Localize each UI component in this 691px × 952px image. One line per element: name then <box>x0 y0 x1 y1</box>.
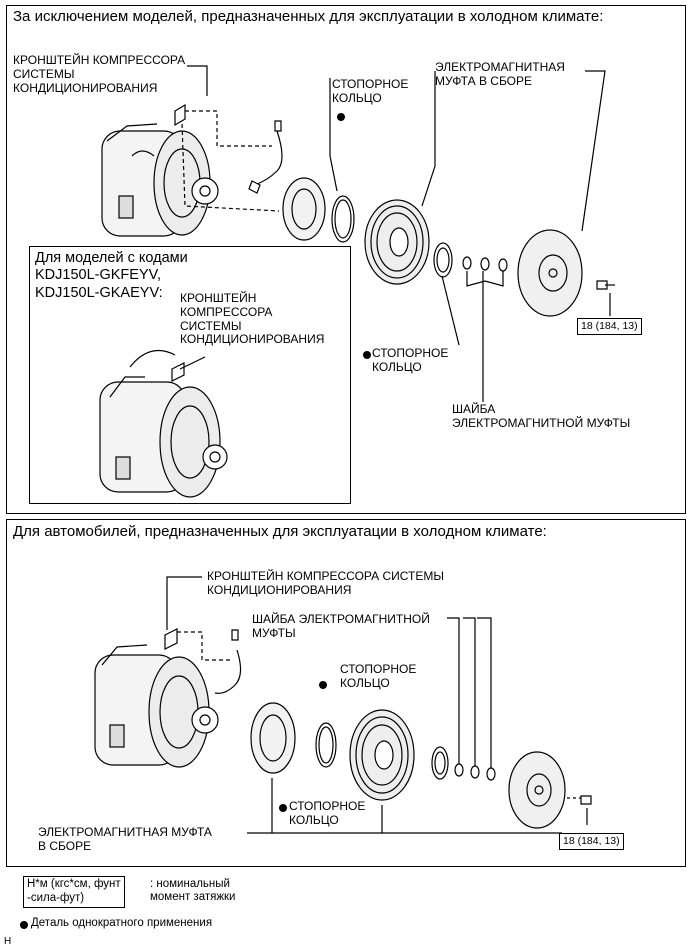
single-use-marker <box>279 804 287 812</box>
inset-header: Для моделей с кодами KDJ150L-GKFEYV, KDJ… <box>35 250 188 301</box>
compressor-illustration <box>94 644 219 768</box>
bracket-label: КРОНШТЕЙН КОМПРЕССОРА СИСТЕМЫ КОНДИЦИОНИ… <box>207 569 444 597</box>
snap-ring-top <box>331 195 355 243</box>
bottom-panel-title: Для автомобилей, предназначенных для экс… <box>13 523 547 540</box>
shim-2 <box>470 765 480 779</box>
top-exploded-view <box>101 65 615 402</box>
torque-spec: 18 (184, 13) <box>559 833 624 850</box>
stator-coil <box>250 702 296 774</box>
compressor-illustration <box>101 123 219 237</box>
bracket-label: КРОНШТЕЙН КОМПРЕССОРА СИСТЕМЫ КОНДИЦИОНИ… <box>13 53 186 95</box>
shim-2 <box>480 257 490 271</box>
pulley <box>349 709 415 801</box>
snap-ring-bottom-label: СТОПОРНОЕ КОЛЬЦО <box>372 346 449 374</box>
top-panel-title: За исключением моделей, предназначенных … <box>13 8 604 25</box>
shim-1 <box>454 763 464 777</box>
snap-ring-bottom <box>433 242 453 278</box>
inset-compressor <box>99 349 228 498</box>
single-use-marker <box>337 113 345 121</box>
single-use-legend: Деталь однократного применения <box>31 917 213 929</box>
bottom-panel: Для автомобилей, предназначенных для экс… <box>6 519 686 867</box>
snap-ring-left <box>315 722 337 768</box>
torque-spec: 18 (184, 13) <box>577 318 642 335</box>
bracket-part <box>174 103 186 127</box>
clutch-hub <box>517 229 583 317</box>
clutch-hub <box>508 751 566 829</box>
single-use-icon <box>20 921 28 929</box>
stator-coil <box>282 177 326 241</box>
single-use-marker <box>363 351 371 359</box>
inset-panel: Для моделей с кодами KDJ150L-GKFEYV, KDJ… <box>29 246 351 504</box>
pulley <box>364 199 430 285</box>
clutch-assembly-label: ЭЛЕКТРОМАГНИТНАЯ МУФТА В СБОРЕ <box>38 825 212 853</box>
snap-ring-top-label: СТОПОРНОЕ КОЛЬЦО <box>332 77 409 105</box>
shim-1 <box>462 256 472 270</box>
shim-label: ШАЙБА ЭЛЕКТРОМАГНИТНОЙ МУФТЫ <box>452 402 631 430</box>
snap-ring-right <box>431 746 449 780</box>
bracket-part <box>164 628 178 650</box>
snap-ring-right-label: СТОПОРНОЕ КОЛЬЦО <box>340 662 417 690</box>
single-use-marker <box>319 681 327 689</box>
shim-label: ШАЙБА ЭЛЕКТРОМАГНИТНОЙ МУФТЫ <box>252 612 430 640</box>
top-panel: За исключением моделей, предназначенных … <box>6 5 686 514</box>
torque-legend-desc: : номинальный момент затяжки <box>150 878 236 904</box>
inset-bracket-label: КРОНШТЕЙН КОМПРЕССОРА СИСТЕМЫ КОНДИЦИОНИ… <box>180 291 325 347</box>
shim-3 <box>498 258 508 272</box>
bottom-exploded-view <box>94 576 592 834</box>
shim-3 <box>486 767 496 781</box>
snap-ring-left-label: СТОПОРНОЕ КОЛЬЦО <box>289 799 366 827</box>
footer-code: H <box>4 936 12 947</box>
clutch-assembly-label: ЭЛЕКТРОМАГНИТНАЯ МУФТА В СБОРЕ <box>435 60 565 88</box>
torque-legend-key: Н*м (кгс*см, фунт -сила-фут) <box>23 876 125 908</box>
